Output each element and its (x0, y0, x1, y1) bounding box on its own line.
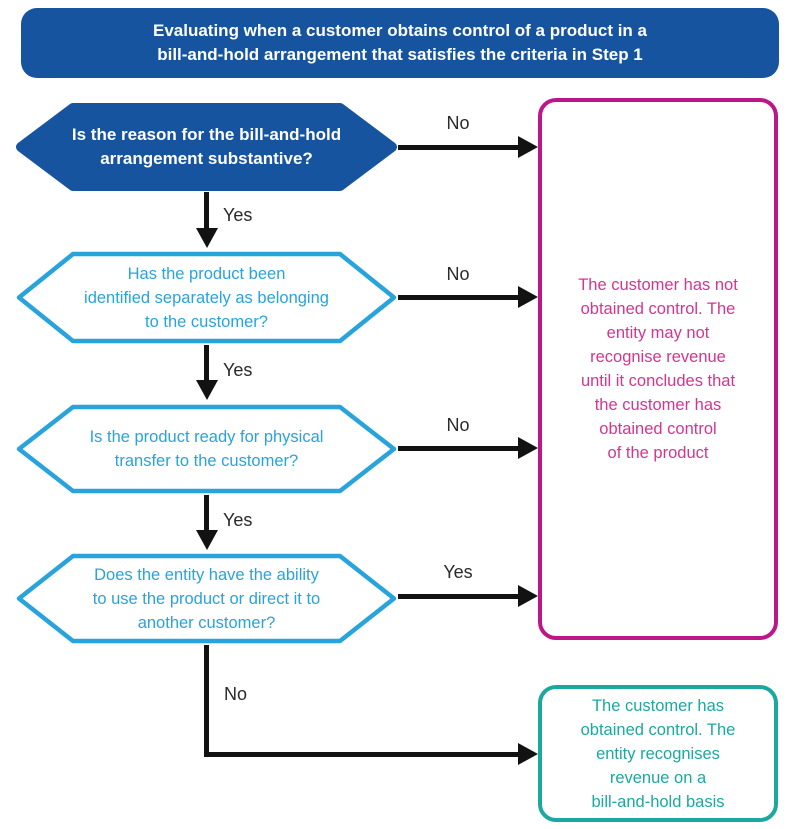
question-4-text: Does the entity have the ability to use … (15, 552, 398, 645)
question-2-line-3: to the customer? (145, 312, 268, 331)
outcome-not-obtained-line: of the product (607, 444, 709, 462)
question-3-line-2: transfer to the customer? (114, 452, 299, 470)
connector-q3-no-label: No (446, 415, 470, 435)
arrowhead-down-icon (196, 380, 218, 400)
title-banner: Evaluating when a customer obtains contr… (21, 8, 779, 78)
connector-q1-yes-line (204, 192, 209, 230)
hexagon-shape (16, 404, 397, 494)
question-1-line-2: arrangement substantive? (100, 149, 313, 168)
connector-q1-no-label: No (446, 113, 470, 133)
connector-q4-yes-line (398, 594, 519, 599)
arrowhead-down-icon (196, 228, 218, 248)
outcome-obtained-line: bill-and-hold basis (591, 792, 725, 811)
arrowhead-right-icon (518, 437, 538, 459)
question-2-text: Has the product been identified separate… (15, 250, 398, 345)
outcome-not-obtained: The customer has not obtained control. T… (538, 98, 778, 640)
arrowhead-right-icon (518, 585, 538, 607)
hexagon-shape (16, 251, 397, 344)
outcome-not-obtained-line: entity may not (606, 324, 710, 342)
outcome-not-obtained-line: recognise revenue (590, 348, 726, 366)
title-line-1: Evaluating when a customer obtains contr… (152, 21, 647, 40)
arrowhead-right-icon (518, 136, 538, 158)
question-3-line-1: Is the product ready for physical (89, 428, 324, 446)
connector-q3-yes-label: Yes (223, 510, 253, 530)
connector-q1-no-line (398, 145, 519, 150)
question-3-text: Is the product ready for physical transf… (15, 403, 398, 495)
question-4-line-2: to use the product or direct it to (92, 589, 321, 608)
outcome-not-obtained-line: The customer has not (578, 276, 738, 294)
question-1-line-1: Is the reason for the bill-and-hold (71, 125, 342, 144)
arrowhead-down-icon (196, 530, 218, 550)
hexagon-shape (16, 103, 397, 191)
outcome-obtained-line: revenue on a (609, 768, 707, 787)
arrowhead-right-icon (518, 743, 538, 765)
question-node-2: Has the product been identified separate… (15, 250, 398, 345)
outcome-obtained: The customer has obtained control. The e… (538, 685, 778, 822)
outcome-not-obtained-line: the customer has (594, 396, 722, 414)
question-1-text: Is the reason for the bill-and-hold arra… (15, 102, 398, 192)
connector-q4-no-label: No (224, 684, 248, 704)
connector-q3-no-line (398, 446, 519, 451)
connector-q3-yes-line (204, 495, 209, 532)
connector-q4-yes-label: Yes (443, 562, 473, 582)
question-node-1: Is the reason for the bill-and-hold arra… (15, 102, 398, 192)
question-4-line-1: Does the entity have the ability (94, 565, 319, 584)
question-2-line-2: identified separately as belonging (84, 288, 329, 307)
connector-q1-yes-label: Yes (223, 205, 253, 225)
connector-q4-no-line-vertical (204, 645, 209, 757)
outcome-not-obtained-line: obtained control. The (580, 300, 736, 318)
connector-q2-yes-label: Yes (223, 360, 253, 380)
connector-q2-no-line (398, 295, 519, 300)
question-node-3: Is the product ready for physical transf… (15, 403, 398, 495)
question-node-4: Does the entity have the ability to use … (15, 552, 398, 645)
connector-q2-no-label: No (446, 264, 470, 284)
connector-q2-yes-line (204, 345, 209, 382)
outcome-not-obtained-line: until it concludes that (580, 372, 736, 390)
hexagon-shape (16, 553, 397, 644)
outcome-obtained-line: obtained control. The (580, 720, 736, 739)
title-line-2: bill-and-hold arrangement that satisfies… (157, 45, 643, 64)
question-2-line-1: Has the product been (127, 264, 286, 283)
question-4-line-3: another customer? (137, 613, 276, 632)
arrowhead-right-icon (518, 286, 538, 308)
outcome-obtained-line: entity recognises (596, 744, 720, 763)
outcome-not-obtained-line: obtained control (599, 420, 717, 438)
outcome-obtained-line: The customer has (591, 696, 725, 715)
connector-q4-no-line-horizontal (204, 752, 519, 757)
